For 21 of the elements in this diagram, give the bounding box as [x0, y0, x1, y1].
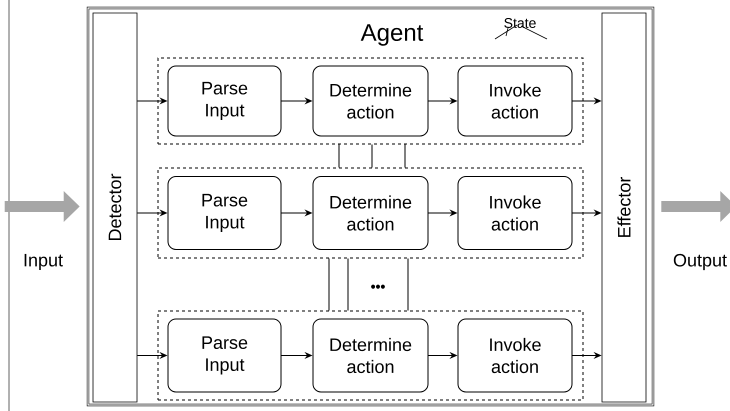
connector-line	[404, 144, 406, 168]
edge-label: Input	[24, 254, 63, 270]
connector-line	[328, 258, 330, 311]
process-box: Invoke action	[458, 66, 572, 136]
process-box: Parse Input	[168, 318, 282, 392]
ellipsis: •••	[371, 284, 385, 289]
process-box: Parse Input	[168, 176, 282, 250]
process-box: Invoke action	[458, 318, 572, 392]
dashed-group-box	[158, 168, 584, 258]
connector-line	[338, 144, 340, 168]
process-box: Invoke action	[458, 176, 572, 250]
process-box: Determine action	[312, 176, 428, 250]
process-box: Determine action	[312, 66, 428, 136]
vertical-bar: Effector	[602, 12, 646, 402]
dashed-group-box	[158, 310, 584, 400]
vertical-bar: Detector	[92, 12, 138, 402]
process-box: Determine action	[312, 318, 428, 392]
edge-label: Output	[674, 254, 727, 270]
dashed-group-box	[158, 58, 584, 144]
state-label: State	[494, 18, 548, 40]
process-box: Parse Input	[168, 66, 282, 136]
